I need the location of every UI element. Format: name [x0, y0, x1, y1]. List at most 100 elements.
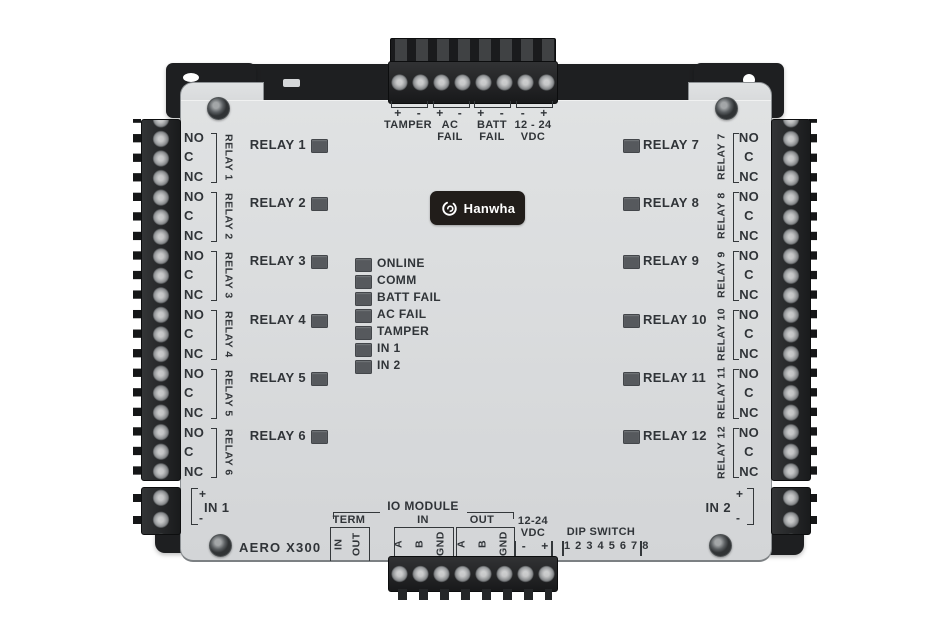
relay-led-label: RELAY 4 — [249, 312, 306, 327]
relay-name-vertical: RELAY 10 — [715, 307, 728, 361]
bracket-bar — [640, 541, 642, 556]
pin-label: C — [184, 149, 194, 164]
hanwha-logo-text: Hanwha — [463, 200, 516, 216]
bracket — [333, 512, 380, 519]
bracket — [211, 251, 217, 301]
relay-name-vertical: RELAY 11 — [715, 366, 728, 420]
terminal-group-label: TAMPER — [383, 119, 433, 131]
status-led-label: COMM — [377, 273, 417, 287]
pin-label: NO — [738, 248, 760, 263]
relay-led — [623, 197, 640, 211]
pin-label: NO — [184, 366, 205, 381]
polarity-label: + — [736, 487, 744, 501]
pin-label: C — [744, 385, 754, 400]
relay-name-vertical: RELAY 5 — [222, 369, 235, 417]
left-relay-terminal-strip[interactable] — [141, 119, 181, 481]
relay-led — [311, 139, 328, 153]
pin-label: NC — [739, 346, 759, 361]
pin-label: NC — [184, 405, 204, 420]
vdc-label: VDC — [520, 527, 546, 539]
left-input-terminal-block[interactable] — [141, 487, 181, 535]
right-relay-terminal-strip[interactable] — [771, 119, 811, 481]
status-led-label: ONLINE — [377, 256, 425, 270]
polarity-label: - — [199, 511, 204, 525]
right-input-pins — [809, 487, 817, 533]
pin-label: NC — [739, 464, 759, 479]
relay-led — [311, 255, 328, 269]
polarity-label: + — [541, 539, 549, 553]
dip-switch-label: DIP SWITCH — [566, 526, 636, 538]
bracket — [211, 310, 217, 360]
pin-label: C — [184, 267, 194, 282]
panel-face — [180, 100, 772, 562]
relay-led — [623, 372, 640, 386]
relay-led-label: RELAY 5 — [249, 370, 306, 385]
bracket — [467, 512, 514, 519]
polarity-label: - — [499, 106, 505, 120]
panel-screw-bottom-left — [209, 534, 232, 557]
status-led — [355, 275, 372, 289]
io-group-label: IN — [417, 514, 429, 526]
terminal-group-label: VDC — [520, 131, 546, 143]
right-input-terminal-block[interactable] — [771, 487, 811, 535]
terminal-group-label: FAIL — [479, 131, 505, 143]
hanwha-logo-icon — [441, 200, 457, 216]
bracket — [433, 101, 470, 108]
pin-label: NC — [739, 228, 759, 243]
left-input-pins — [133, 487, 141, 533]
relay-name-vertical: RELAY 3 — [222, 251, 235, 299]
relay-led — [311, 372, 328, 386]
pin-label: C — [184, 385, 194, 400]
top-terminal-block[interactable] — [388, 61, 558, 104]
status-led — [355, 292, 372, 306]
pin-label: C — [744, 444, 754, 459]
relay-name-vertical: RELAY 8 — [715, 192, 728, 240]
pin-label: NO — [738, 366, 760, 381]
relay-led-label: RELAY 8 — [643, 195, 700, 210]
relay-led — [623, 255, 640, 269]
pin-label: NC — [184, 169, 204, 184]
pin-label: NO — [184, 425, 205, 440]
dip-switch-numbers: 1 2 3 4 5 6 7 8 — [564, 540, 650, 552]
io-pin-label: IN — [332, 538, 345, 550]
pin-label: C — [744, 326, 754, 341]
io-pin-label: A — [455, 539, 468, 549]
relay-led-label: RELAY 10 — [643, 312, 707, 327]
io-pin-label: B — [413, 539, 426, 549]
status-led — [355, 309, 372, 323]
pin-label: NC — [184, 464, 204, 479]
status-led — [355, 360, 372, 374]
relay-led — [623, 314, 640, 328]
bracket — [516, 101, 553, 108]
relay-led-label: RELAY 2 — [249, 195, 306, 210]
status-led-label: IN 1 — [377, 341, 401, 355]
bottom-connector-pin-row — [392, 589, 552, 600]
relay-name-vertical: RELAY 2 — [222, 192, 235, 240]
bracket — [211, 428, 217, 478]
polarity-label: + — [540, 106, 548, 120]
pin-label: NO — [184, 130, 205, 145]
bracket — [474, 101, 511, 108]
vdc-label: 12-24 — [517, 515, 549, 527]
io-module-title: IO MODULE — [387, 499, 459, 513]
relay-name-vertical: RELAY 7 — [715, 133, 728, 181]
panel-screw-top-left — [207, 97, 230, 120]
polarity-label: + — [394, 106, 402, 120]
bracket — [733, 428, 739, 478]
input-label: IN 2 — [705, 500, 731, 515]
polarity-label: + — [477, 106, 485, 120]
pin-label: NC — [184, 346, 204, 361]
bottom-terminal-block[interactable] — [388, 556, 558, 592]
relay-led — [311, 314, 328, 328]
bracket — [211, 192, 217, 242]
panel-clip-notch — [283, 79, 300, 87]
relay-led — [311, 197, 328, 211]
bracket-bar — [562, 541, 564, 556]
polarity-label: - — [520, 106, 526, 120]
relay-led — [623, 430, 640, 444]
polarity-label: - — [416, 106, 422, 120]
pin-label: NO — [738, 130, 760, 145]
relay-led-label: RELAY 7 — [643, 137, 700, 152]
status-led — [355, 326, 372, 340]
